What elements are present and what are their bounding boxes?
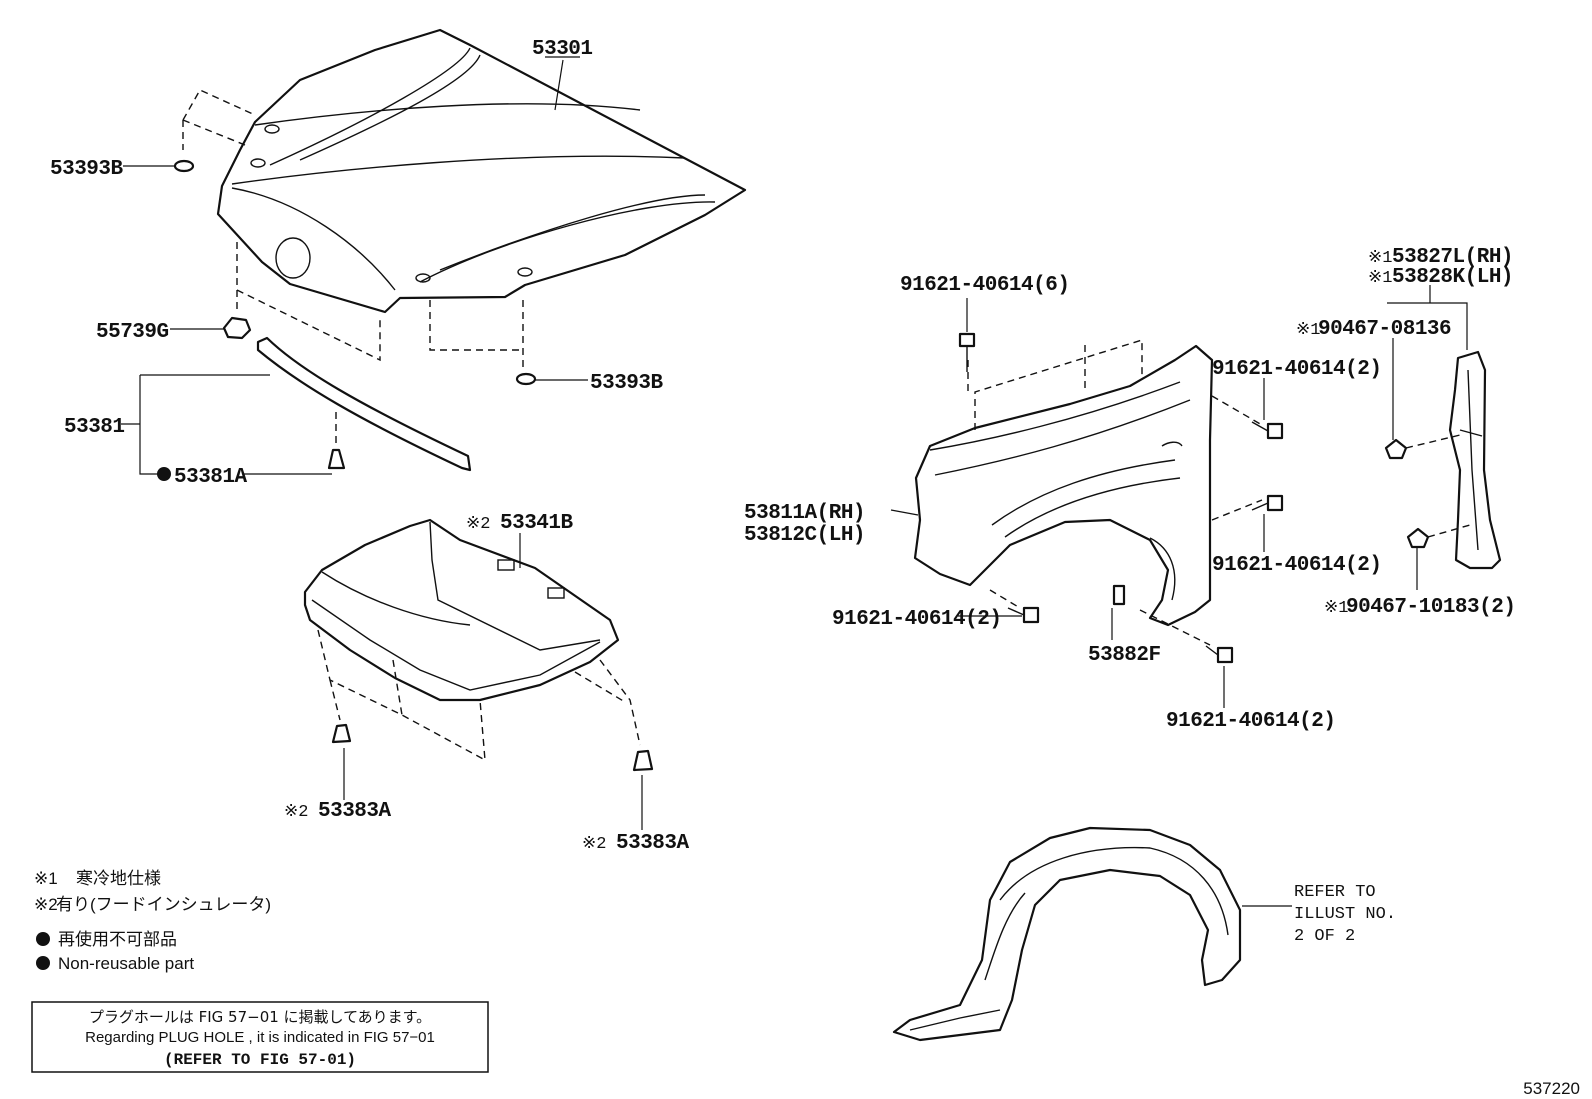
label-bolt-left: 91621-40614(2) <box>832 608 1001 631</box>
non-reusable-bullet-icon <box>157 467 171 481</box>
fender-liner[interactable] <box>892 826 1242 1042</box>
mark-clip-a: ※1 <box>1296 321 1320 340</box>
label-bolt-bottom: 91621-40614(2) <box>1166 710 1335 733</box>
plug-bottom[interactable] <box>515 372 537 386</box>
note-line1: プラグホールは FIG 57−01 に掲載してあります。 <box>89 1008 431 1026</box>
bolt-right1-icon[interactable] <box>1251 421 1284 440</box>
seal-clip-b[interactable] <box>1406 527 1430 549</box>
label-bolt-right2: 91621-40614(2) <box>1212 554 1381 577</box>
label-hood: 53301 <box>532 38 593 61</box>
hood-seal[interactable] <box>256 336 472 472</box>
bolt-left-icon[interactable] <box>1007 606 1040 624</box>
legend-note1-mark: ※1 <box>34 869 58 888</box>
hood-panel[interactable] <box>216 28 747 314</box>
label-bolt-top: 91621-40614(6) <box>900 274 1069 297</box>
legend-bullet-icon <box>36 932 50 946</box>
label-clip-right: 53383A <box>616 832 690 855</box>
fender-pad[interactable] <box>1112 584 1126 606</box>
label-seal-lh: 53828K(LH) <box>1392 266 1513 289</box>
mark-clip-left: ※2 <box>284 803 308 822</box>
hood-cushion[interactable] <box>222 316 252 340</box>
label-seal-clip: 53381A <box>174 466 248 489</box>
mark-clip-right: ※2 <box>582 835 606 854</box>
bolt-bottom-icon[interactable] <box>1205 645 1234 664</box>
bolt-top-icon[interactable] <box>958 332 976 372</box>
plug-hole-note-box <box>31 1001 489 1073</box>
mark-insulator: ※2 <box>466 515 490 534</box>
legend-note2-mark: ※2 <box>34 895 58 914</box>
note-line3: (REFER TO FIG 57-01) <box>164 1051 356 1069</box>
seal-clip-a[interactable] <box>1384 438 1408 460</box>
insulator-clip-left[interactable] <box>331 723 352 744</box>
mark-clip-b: ※1 <box>1324 599 1348 618</box>
legend-note2-text: 有り(フードインシュレータ) <box>56 895 271 914</box>
legend-bullet-en-icon <box>36 956 50 970</box>
legend-bullet-ja: 再使用不可部品 <box>58 929 177 949</box>
label-seal-rh: 53827L(RH) <box>1392 246 1513 269</box>
liner-ref-line3: 2 OF 2 <box>1294 927 1355 946</box>
mark-seal-rh: ※1 <box>1368 249 1392 268</box>
insulator-clip-right[interactable] <box>632 749 654 772</box>
label-cushion: 55739G <box>96 321 169 344</box>
label-plug-top: 53393B <box>50 158 124 181</box>
legend-bullet-en: Non-reusable part <box>58 954 194 973</box>
label-clip-b: 90467-10183(2) <box>1346 596 1515 619</box>
label-clip-left: 53383A <box>318 800 392 823</box>
front-fender[interactable] <box>913 344 1214 627</box>
liner-ref-line2: ILLUST NO. <box>1294 905 1396 924</box>
label-fender-rh: 53811A(RH) <box>744 502 865 525</box>
fender-seal[interactable] <box>1448 350 1502 570</box>
note-line2: Regarding PLUG HOLE , it is indicated in… <box>85 1029 435 1046</box>
label-pad: 53882F <box>1088 644 1161 667</box>
label-plug-bottom: 53393B <box>590 372 664 395</box>
label-insulator: 53341B <box>500 512 574 535</box>
seal-clip[interactable] <box>327 448 346 470</box>
plug-top[interactable] <box>173 159 195 173</box>
label-clip-a: 90467-08136 <box>1318 318 1451 341</box>
legend-note1-text: 寒冷地仕様 <box>76 869 161 888</box>
hood-insulator[interactable] <box>303 518 620 702</box>
liner-ref-line1: REFER TO <box>1294 883 1376 902</box>
figure-id: 537220 <box>1523 1079 1580 1098</box>
label-fender-lh: 53812C(LH) <box>744 524 865 547</box>
label-bolt-right1: 91621-40614(2) <box>1212 358 1381 381</box>
mark-seal-lh: ※1 <box>1368 269 1392 288</box>
label-seal: 53381 <box>64 416 125 439</box>
bolt-right2-icon[interactable] <box>1251 494 1284 512</box>
